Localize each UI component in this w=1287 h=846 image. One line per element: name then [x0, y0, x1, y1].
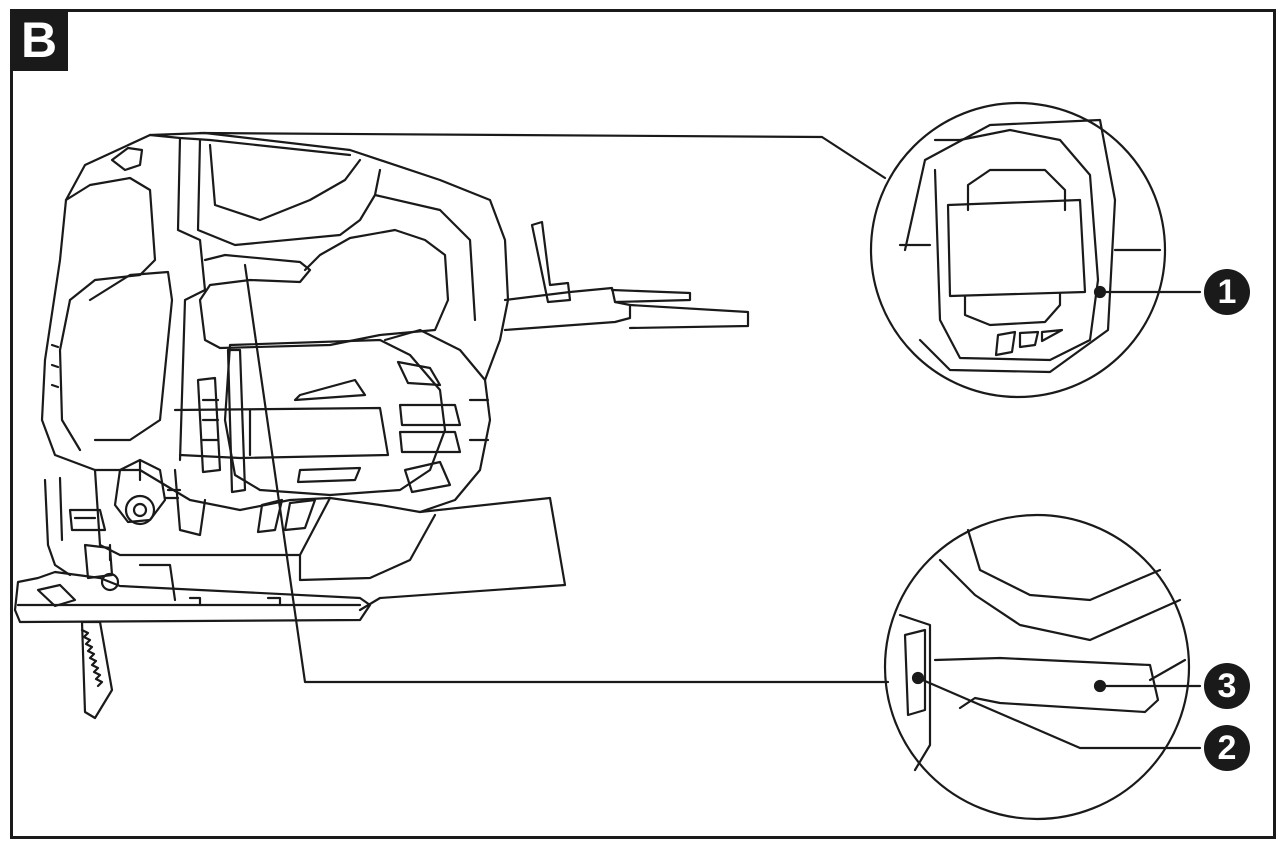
callout-1-badge: 1 [1204, 269, 1250, 315]
callout-3-badge: 3 [1204, 663, 1250, 709]
jigsaw-body [13, 131, 750, 720]
figure-frame [10, 9, 1276, 839]
panel-label: B [10, 9, 68, 71]
leader-lines [198, 131, 1202, 750]
detail-circle-top [869, 101, 1167, 399]
callout-2-badge: 2 [1204, 725, 1250, 771]
detail-circle-bottom [883, 513, 1191, 821]
